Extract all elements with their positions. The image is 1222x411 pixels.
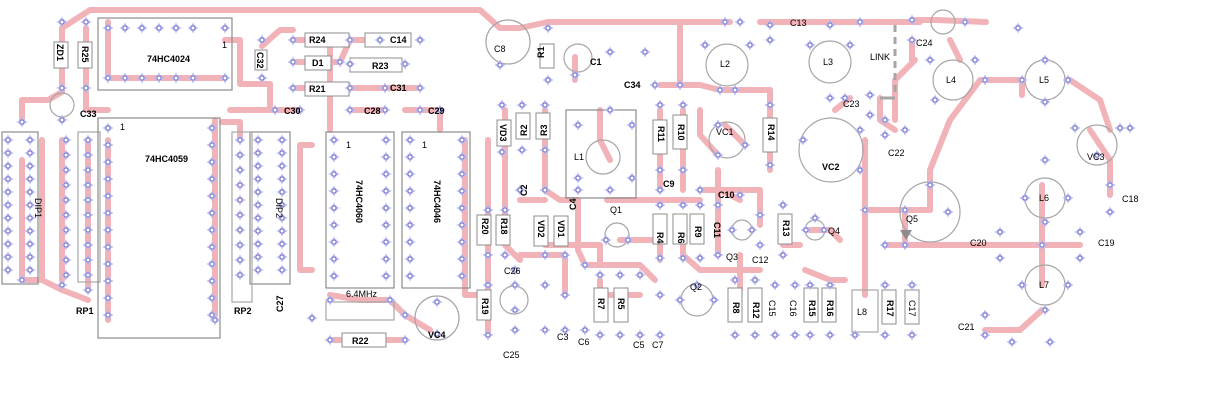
label-l5: L5 <box>1039 75 1049 85</box>
label-q5: Q5 <box>906 214 918 224</box>
label-c18: C18 <box>1122 194 1139 204</box>
label-c9: C9 <box>663 179 675 189</box>
label-vd3: VD3 <box>498 124 508 142</box>
ic-pin1-74hc4059: 1 <box>120 122 125 132</box>
label-q1: Q1 <box>610 205 622 215</box>
label-q3: Q3 <box>726 252 738 262</box>
label-r20: R20 <box>480 218 490 235</box>
label-c7: C7 <box>652 340 664 350</box>
label-rp2: RP2 <box>234 306 252 316</box>
ic-pin1-74hc4060: 1 <box>346 140 351 150</box>
label-l6: L6 <box>1039 193 1049 203</box>
label-vc3: VC3 <box>1087 152 1105 162</box>
label-r16: R16 <box>825 300 835 317</box>
label-link: LINK <box>870 52 890 62</box>
label-c4: C4 <box>568 198 578 210</box>
label-vc1: VC1 <box>716 127 734 137</box>
label-r15: R15 <box>807 300 817 317</box>
label-l1: L1 <box>574 152 584 162</box>
label-c30: C30 <box>284 106 301 116</box>
label-r6: R6 <box>676 232 686 244</box>
ic-label-74hc4060: 74HC4060 <box>354 180 364 223</box>
label-r23: R23 <box>372 61 389 71</box>
label-c17: C17 <box>907 300 917 317</box>
label-c33: C33 <box>80 109 97 119</box>
label-vc4: VC4 <box>428 330 446 340</box>
label-q4: Q4 <box>828 226 840 236</box>
label-c11: C11 <box>712 222 722 238</box>
label-vc2: VC2 <box>822 162 840 172</box>
label-c8: C8 <box>494 44 506 54</box>
label-c5: C5 <box>633 340 645 350</box>
label-r19: R19 <box>480 298 490 315</box>
label-c15: C15 <box>767 300 777 317</box>
label-r5: R5 <box>616 298 626 310</box>
label-c21: C21 <box>958 322 975 332</box>
label-c20: C20 <box>970 238 987 248</box>
label-r9: R9 <box>693 226 703 238</box>
label-c23: C23 <box>843 99 860 109</box>
label-vd2: VD2 <box>536 220 546 238</box>
label-c3: C3 <box>557 332 569 342</box>
ic-label-74hc4046: 74HC4046 <box>432 180 442 223</box>
label-r11: R11 <box>656 126 666 142</box>
label-c1: C1 <box>590 57 602 67</box>
label-c19: C19 <box>1098 238 1115 248</box>
ic-pin1-74hc4024: 1 <box>222 40 227 50</box>
label-c28: C28 <box>364 106 381 116</box>
label-crystal: 6.4MHz <box>346 289 378 299</box>
label-r12: R12 <box>751 302 761 319</box>
part-bodies <box>53 32 920 348</box>
label-zd1: ZD1 <box>55 44 65 61</box>
label-c13: C13 <box>790 18 807 28</box>
label-c34: C34 <box>624 80 641 90</box>
label-l2: L2 <box>720 59 730 69</box>
label-c24: C24 <box>916 38 933 48</box>
label-r3: R3 <box>539 124 549 136</box>
label-r4: R4 <box>655 232 665 244</box>
label-c29: C29 <box>428 106 445 116</box>
label-c14: C14 <box>390 35 407 45</box>
label-c2: C2 <box>519 184 529 196</box>
label-r21: R21 <box>309 84 326 94</box>
ic-pin1-74hc4046: 1 <box>422 140 427 150</box>
label-c6: C6 <box>578 337 590 347</box>
label-l3: L3 <box>823 57 833 67</box>
label-l7: L7 <box>1039 280 1049 290</box>
label-dip1: DIP1 <box>33 198 43 218</box>
label-r25: R25 <box>80 46 90 63</box>
silkscreen-labels: 74HC4024 1 74HC4059 1 74HC4060 1 74HC404… <box>33 18 1139 360</box>
label-c10: C10 <box>718 190 735 200</box>
label-c27: C27 <box>275 295 285 312</box>
label-r7: R7 <box>596 298 606 310</box>
label-r1: R1 <box>536 46 546 58</box>
label-c25: C25 <box>503 350 520 360</box>
label-d1: D1 <box>312 58 324 68</box>
label-r18: R18 <box>499 218 509 235</box>
label-r10: R10 <box>676 124 686 141</box>
label-r24: R24 <box>309 35 326 45</box>
label-c32: C32 <box>255 52 265 69</box>
label-r2: R2 <box>519 124 529 136</box>
label-r17: R17 <box>885 300 895 317</box>
label-c22: C22 <box>888 148 905 158</box>
ic-label-74hc4024: 74HC4024 <box>147 54 190 64</box>
ic-label-74hc4059: 74HC4059 <box>145 154 188 164</box>
label-dip2: DIP2 <box>274 198 284 218</box>
label-c26: C26 <box>504 266 521 276</box>
label-c31: C31 <box>390 83 407 93</box>
label-vd1: VD1 <box>556 220 566 238</box>
label-r13: R13 <box>781 220 791 237</box>
label-q2: Q2 <box>690 282 702 292</box>
label-r14: R14 <box>766 124 776 141</box>
label-l4: L4 <box>946 75 956 85</box>
label-l8: L8 <box>857 307 867 317</box>
label-r8: R8 <box>731 302 741 314</box>
label-c16: C16 <box>788 300 798 317</box>
label-rp1: RP1 <box>76 306 94 316</box>
label-r22: R22 <box>352 336 369 346</box>
label-c12: C12 <box>752 255 769 265</box>
